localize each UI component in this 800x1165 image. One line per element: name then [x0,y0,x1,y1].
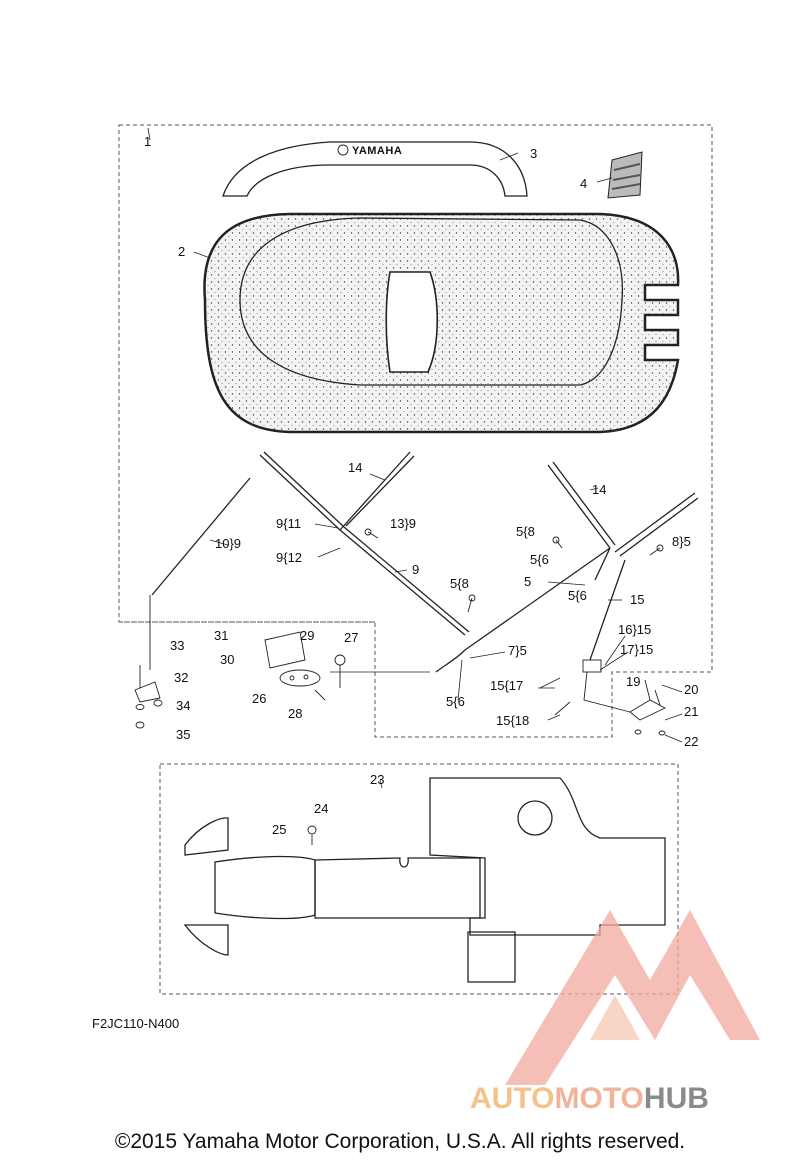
part-23-mat-set [183,777,666,983]
mount-assembly-26-31 [264,631,430,701]
callout-5-8-upper: 5{8 [516,524,535,539]
callout-10-9: 10}9 [215,536,241,551]
callout-leaders [147,127,683,789]
watermark-logo-icon [505,910,760,1085]
copyright-notice: ©2015 Yamaha Motor Corporation, U.S.A. A… [114,1130,686,1153]
callout-21: 21 [684,704,698,719]
callout-34: 34 [176,698,190,713]
callout-20: 20 [684,682,698,697]
part-10-rod [151,477,251,596]
callout-15-17: 15{17 [490,678,523,693]
callout-2: 2 [178,244,185,259]
callout-5: 5 [524,574,531,589]
callout-labels: 1 2 3 4 14 9{11 13}9 9{12 9 10}9 5{8 5{6… [144,134,698,837]
watermark-text: AUTOMOTOHUB [470,1082,709,1116]
callout-4: 4 [580,176,587,191]
callout-13-9: 13}9 [390,516,416,531]
callout-17-15: 17}15 [620,642,653,657]
callout-5-8-lower: 5{8 [450,576,469,591]
callout-9: 9 [412,562,419,577]
callout-25: 25 [272,822,286,837]
callout-23: 23 [370,772,384,787]
callout-28: 28 [288,706,302,721]
callout-19: 19 [626,674,640,689]
bracket-assembly-19-22 [629,679,666,736]
callout-9-11: 9{11 [276,516,301,531]
callout-16-15: 16}15 [618,622,651,637]
frame-tubes [259,451,699,713]
callout-22: 22 [684,734,698,749]
callout-5-6-mid: 5{6 [568,588,587,603]
bracket-assembly-32-35 [134,665,163,729]
watermark-moto: MOTO [554,1082,644,1115]
figure-code: F2JC110-N400 [92,1016,180,1031]
watermark-auto: AUTO [470,1082,555,1115]
callout-7-5: 7}5 [508,643,527,658]
callout-3: 3 [530,146,537,161]
callout-31: 31 [214,628,228,643]
callout-14-right: 14 [592,482,606,497]
callout-9-12: 9{12 [276,550,302,565]
part-4-label [607,151,643,199]
group-23-boundary [159,763,679,995]
callout-30: 30 [220,652,234,667]
callout-26: 26 [252,691,266,706]
callout-15-18: 15{18 [496,713,529,728]
callout-24: 24 [314,801,328,816]
callout-15: 15 [630,592,644,607]
callout-8-5: 8}5 [672,534,691,549]
watermark-hub: HUB [643,1082,709,1115]
callout-14-left: 14 [348,460,362,475]
callout-35: 35 [176,727,190,742]
callout-27: 27 [344,630,358,645]
callout-5-6-upper: 5{6 [530,552,549,567]
callout-29: 29 [300,628,314,643]
hardware-fasteners [364,528,664,716]
brand-label: YAMAHA [352,145,402,157]
callout-33: 33 [170,638,184,653]
callout-1: 1 [144,134,151,149]
yamaha-logo-icon [337,144,349,156]
part-3-grip-handle: YAMAHA [222,141,528,197]
part-2-seat-cover [203,212,680,434]
callout-5-6-lower: 5{6 [446,694,465,709]
callout-32: 32 [174,670,188,685]
